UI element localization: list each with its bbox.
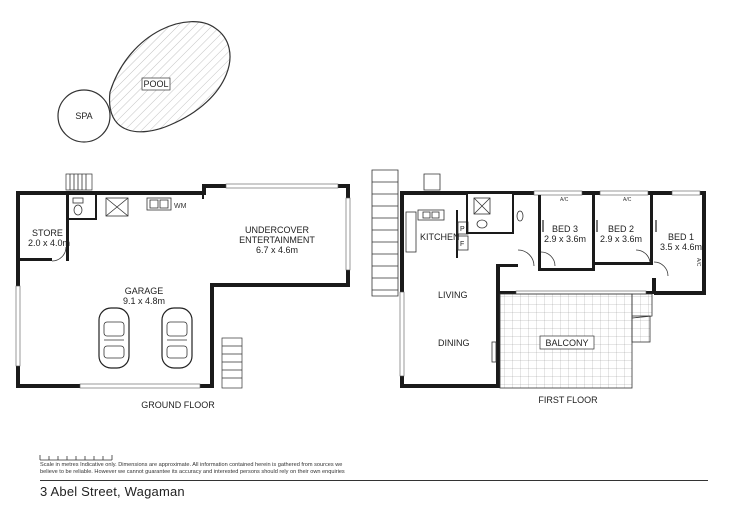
car-right bbox=[161, 307, 193, 369]
bed3-size: 2.9 x 3.6m bbox=[544, 234, 586, 244]
undercover-size: 6.7 x 4.6m bbox=[256, 245, 298, 255]
bed1-label: BED 1 bbox=[668, 232, 694, 242]
pool-shape bbox=[108, 21, 231, 133]
store-size: 2.0 x 4.0m bbox=[28, 238, 70, 248]
spa-shape bbox=[57, 89, 111, 143]
first-floor-plan: KITCHEN P F LIVING DINING BALCONY BED 3 … bbox=[371, 169, 706, 405]
fridge-label: F bbox=[460, 241, 464, 248]
first-floor-title: FIRST FLOOR bbox=[538, 395, 598, 405]
pool-area: POOL SPA bbox=[57, 21, 231, 143]
bed2-ac-label: A/C bbox=[623, 197, 632, 203]
deck-stairs bbox=[371, 169, 441, 297]
ground-stairs-bottom bbox=[221, 337, 243, 389]
living-label: LIVING bbox=[438, 290, 468, 300]
scale-bar bbox=[39, 455, 113, 461]
bed1-size: 3.5 x 4.6m bbox=[660, 242, 702, 252]
bed3-ac-label: A/C bbox=[560, 197, 569, 203]
ground-floor-title: GROUND FLOOR bbox=[141, 400, 215, 410]
store-label: STORE bbox=[32, 228, 63, 238]
undercover-label-2: ENTERTAINMENT bbox=[239, 235, 315, 245]
bed3-label: BED 3 bbox=[552, 224, 578, 234]
bed1-ac-label: A/C bbox=[695, 258, 701, 267]
kitchen-label: KITCHEN bbox=[420, 232, 460, 242]
property-address: 3 Abel Street, Wagaman bbox=[40, 484, 185, 499]
dining-label: DINING bbox=[438, 338, 470, 348]
garage-size: 9.1 x 4.8m bbox=[123, 296, 165, 306]
garage-label: GARAGE bbox=[125, 286, 164, 296]
car-left bbox=[98, 307, 130, 369]
undercover-label-1: UNDERCOVER bbox=[245, 225, 310, 235]
balcony-deck bbox=[499, 293, 633, 389]
bed2-size: 2.9 x 3.6m bbox=[600, 234, 642, 244]
disclaimer-text: Scale in metres Indicative only. Dimensi… bbox=[40, 462, 345, 475]
wm-label: WM bbox=[174, 203, 187, 210]
bed2-label: BED 2 bbox=[608, 224, 634, 234]
ground-stairs-top bbox=[65, 173, 93, 191]
pool-label: POOL bbox=[143, 79, 168, 89]
pantry-label: P bbox=[460, 226, 465, 233]
ground-floor-plan: WM STORE 2.0 x 4.0m GARAGE 9.1 bbox=[15, 173, 351, 410]
spa-label: SPA bbox=[75, 111, 92, 121]
footer-rule bbox=[40, 480, 708, 481]
balcony-label: BALCONY bbox=[545, 338, 588, 348]
